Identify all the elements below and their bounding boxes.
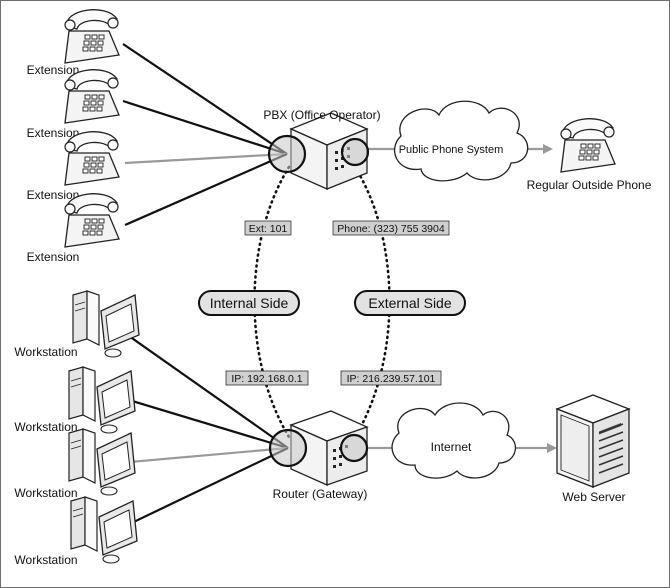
workstation-link-2 [118,395,289,450]
web-server[interactable]: Web Server [555,394,631,504]
router-external-port[interactable] [339,433,369,463]
internal-ip-tag-text: IP: 192.168.0.1 [231,373,302,385]
external-ip-tag-text: IP: 216.239.57.101 [347,373,436,385]
web-server-label: Web Server [562,490,625,504]
external-ip-tag: IP: 216.239.57.101 [340,370,442,386]
workstation-links [118,328,289,530]
extension-label: Extension [27,250,80,264]
internal-side-text: Internal Side [210,295,289,311]
extension-link-4 [124,152,288,227]
dotted-links [253,165,391,439]
extension-1[interactable]: Extension [27,9,120,77]
workstation-label: Workstation [14,345,77,359]
pbx-external-port[interactable] [340,137,370,167]
outside-phone[interactable]: Regular Outside Phone [527,118,652,192]
telephone-icon [64,131,120,186]
telephone-icon [64,193,120,248]
router-label: Router (Gateway) [273,487,368,501]
computer-icon [72,290,140,358]
computer-icon [68,428,136,496]
pbx-internal-port[interactable] [267,134,307,174]
workstation-3[interactable]: Workstation [14,428,136,500]
computer-icon [68,366,136,434]
computer-icon [70,496,138,564]
workstation-label: Workstation [14,553,77,567]
ext-tag-text: Ext: 101 [249,223,288,235]
extension-label: Extension [27,126,80,140]
ext-tag: Ext: 101 [244,220,292,236]
internal-side-link [253,165,291,439]
pbx-label: PBX (Office Operator) [263,108,380,122]
extension-link-1 [122,43,288,155]
external-side-link [353,165,391,439]
external-side-pill: External Side [354,290,466,316]
internal-ip-tag: IP: 192.168.0.1 [225,370,309,386]
extension-2[interactable]: Extension [27,69,120,140]
telephone-icon [64,9,120,64]
phone-number-tag-text: Phone: (323) 755 3904 [337,223,445,235]
internet-label: Internet [431,440,472,454]
workstation-4[interactable]: Workstation [14,496,138,567]
workstation-label: Workstation [14,420,77,434]
workstation-link-1 [118,328,289,449]
workstation-1[interactable]: Workstation [14,290,140,359]
router-device[interactable] [268,410,369,487]
extension-4[interactable]: Extension [27,193,120,264]
internet-cloud: Internet [391,402,517,479]
extension-link-2 [122,99,288,156]
extension-label: Extension [27,188,80,202]
router-internal-port[interactable] [268,428,308,468]
pbx-device[interactable] [267,112,370,191]
workstation-label: Workstation [14,486,77,500]
workstation-link-4 [118,447,289,530]
phone-system-cloud: Public Phone System [393,100,529,182]
extension-links [122,43,288,227]
extension-3[interactable]: Extension [27,131,120,202]
internal-side-pill: Internal Side [198,290,300,316]
phone-number-tag: Phone: (323) 755 3904 [332,220,450,236]
workstation-link-3 [118,446,289,465]
phone-system-label: Public Phone System [399,144,504,156]
telephone-icon [64,69,120,124]
extension-link-3 [124,152,288,165]
telephone-icon [560,118,616,173]
workstation-2[interactable]: Workstation [14,366,136,434]
external-side-text: External Side [368,295,451,311]
server-icon [555,394,631,488]
extension-label: Extension [27,63,80,77]
outside-phone-label: Regular Outside Phone [527,178,652,192]
